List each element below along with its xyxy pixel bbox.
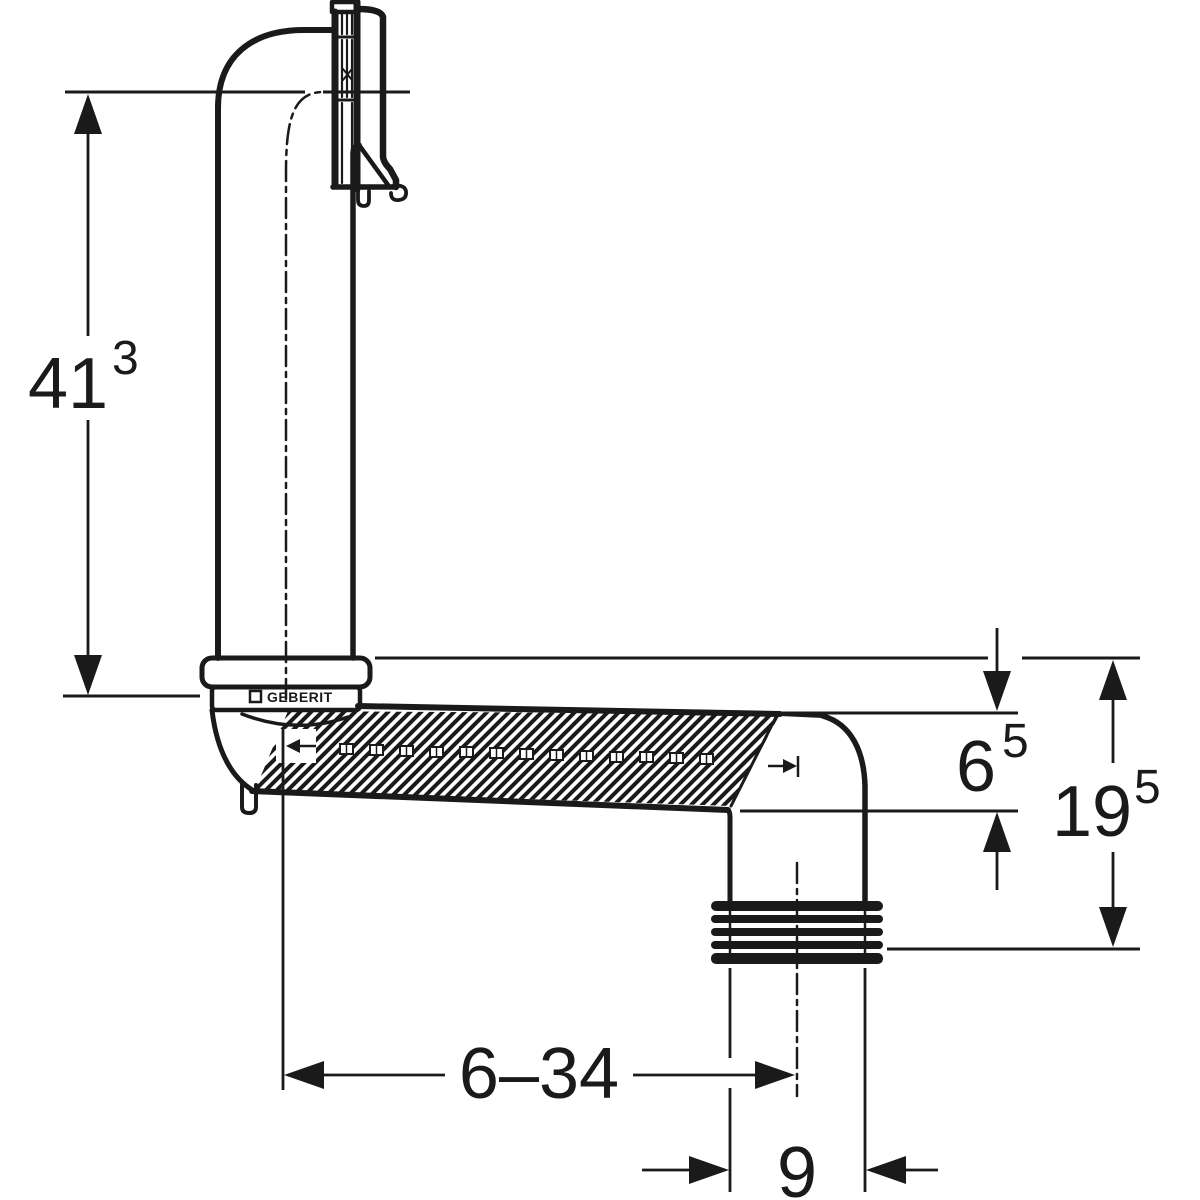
dimension-labels: 41 3 6 5 19 5 6–34 9 GEBERIT <box>28 332 1161 1200</box>
dim-9-lines <box>642 1156 938 1184</box>
socket-collar <box>199 655 373 713</box>
dim-6-5-lines <box>983 628 1011 890</box>
flush-pipe-part <box>199 0 883 1098</box>
label-6-5: 6 5 <box>956 715 1029 807</box>
label-19-5: 19 5 <box>1052 761 1161 852</box>
vertical-pipe <box>215 27 391 701</box>
dimension-lines <box>63 90 1140 1192</box>
dim-19-5-lines <box>1099 660 1127 947</box>
bracket-foot-tab <box>356 187 371 208</box>
brand-band <box>209 684 363 713</box>
bracket-hook <box>387 183 409 203</box>
label-41-3: 41 3 <box>28 332 139 424</box>
brand-marking: GEBERIT <box>248 689 333 705</box>
brand-label: GEBERIT <box>267 689 333 705</box>
lower-elbow <box>209 703 783 815</box>
wall-bracket <box>329 0 409 208</box>
drip-tab <box>240 783 258 815</box>
bracket-cover <box>354 5 400 191</box>
cut-range-markers <box>286 739 800 777</box>
pipe-top-edge <box>355 703 783 717</box>
label-9: 9 <box>777 1133 817 1200</box>
dim-41-3-lines <box>74 94 102 695</box>
elbow-inner-curve <box>240 712 350 728</box>
threaded-spigot <box>711 901 883 964</box>
pipe-bottom-edge <box>249 788 731 813</box>
dim-6-34-lines <box>284 1061 795 1089</box>
label-6-34: 6–34 <box>459 1034 619 1114</box>
pipe-centerline <box>284 90 324 701</box>
bracket-clip-cross <box>342 68 353 81</box>
cut-face-edge <box>729 713 779 808</box>
brand-square-icon <box>248 689 263 704</box>
funnel-edge <box>356 142 391 188</box>
